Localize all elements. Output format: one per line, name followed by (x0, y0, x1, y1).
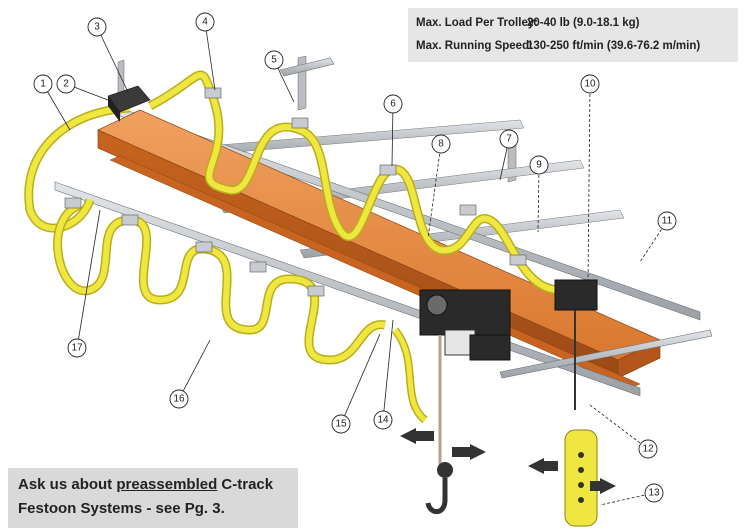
callout-6: 6 (383, 94, 403, 114)
upper-trolleys (204, 87, 527, 266)
callout-2: 2 (56, 74, 76, 94)
upper-festoon-cable (24, 70, 561, 295)
callout-13: 13 (644, 483, 664, 503)
svg-text:1: 1 (40, 79, 46, 90)
callout-10: 10 (580, 74, 600, 94)
svg-text:17: 17 (71, 343, 83, 354)
svg-text:8: 8 (438, 139, 444, 150)
callout-16: 16 (169, 389, 189, 409)
spec-value-load: 20-40 lb (9.0-18.1 kg) (527, 17, 640, 29)
svg-text:6: 6 (390, 99, 396, 110)
spec-row-speed: Max. Running Speed: 130-250 ft/min (39.6… (416, 40, 700, 52)
callout-12: 12 (638, 439, 658, 459)
svg-text:16: 16 (173, 394, 185, 405)
callout-3: 3 (87, 17, 107, 37)
spec-row-load: Max. Load Per Trolley: 20-40 lb (9.0-18.… (416, 17, 640, 29)
callout-8: 8 (431, 134, 451, 154)
svg-text:5: 5 (271, 55, 277, 66)
callout-1: 1 (33, 74, 53, 94)
callout-9: 9 (529, 155, 549, 175)
svg-text:12: 12 (642, 444, 654, 455)
spec-box: Max. Load Per Trolley: 20-40 lb (9.0-18.… (408, 8, 738, 62)
spec-label-speed: Max. Running Speed: (416, 40, 533, 52)
note-line-2: Festoon Systems - see Pg. 3. (18, 500, 225, 517)
svg-text:2: 2 (63, 79, 69, 90)
svg-text:3: 3 (94, 22, 100, 33)
spec-label-load: Max. Load Per Trolley: (416, 17, 539, 29)
svg-text:14: 14 (377, 415, 389, 426)
lower-trolleys (64, 197, 325, 297)
callout-17: 17 (67, 338, 87, 358)
callout-4: 4 (195, 12, 215, 32)
hoist (419, 289, 511, 515)
note-line-1: Ask us about preassembled C-track (18, 476, 273, 493)
end-clamp (107, 85, 151, 122)
spec-value-speed: 130-250 ft/min (39.6-76.2 m/min) (527, 40, 701, 52)
callout-15: 15 (331, 414, 351, 434)
note-emphasis: preassembled (116, 476, 218, 493)
callout-11: 11 (657, 211, 677, 231)
control-box (554, 279, 598, 410)
preassembled-note: Ask us about preassembled C-track Festoo… (8, 468, 298, 528)
pendant (564, 429, 598, 527)
svg-text:15: 15 (335, 419, 347, 430)
callout-14: 14 (373, 410, 393, 430)
svg-text:10: 10 (584, 79, 596, 90)
svg-text:11: 11 (662, 216, 673, 227)
note-line-1-post: C-track (217, 476, 274, 493)
svg-text:4: 4 (202, 17, 208, 28)
callout-5: 5 (264, 50, 284, 70)
note-line-1-pre: Ask us about (18, 476, 117, 493)
svg-text:9: 9 (536, 160, 542, 171)
svg-text:13: 13 (648, 488, 660, 499)
direction-arrows (400, 428, 616, 494)
callouts: 1 2 3 4 5 6 7 8 9 10 11 12 13 14 15 16 1… (33, 12, 677, 506)
callout-7: 7 (499, 129, 519, 149)
svg-text:7: 7 (506, 134, 512, 145)
